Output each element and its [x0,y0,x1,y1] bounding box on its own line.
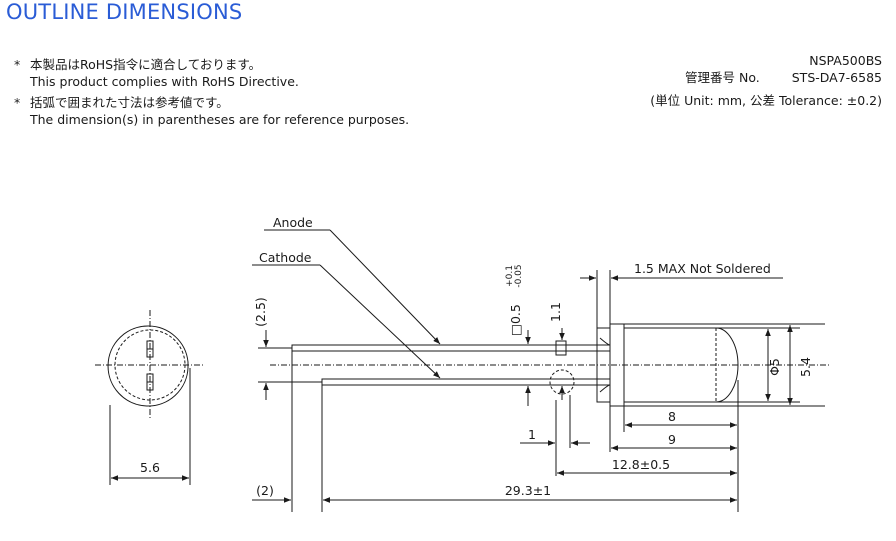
bottom-view [95,310,204,485]
standoff-detail-circle [549,369,575,395]
lens-outline [107,325,189,407]
note-1-en: This product complies with RoHS Directiv… [30,74,299,89]
dimension-5-6: 5.6 [140,460,160,475]
anode-lead [291,344,611,352]
side-view [270,323,830,407]
management-number-row: 管理番号 No. STS-DA7-6585 [650,69,882,86]
dimension-9: 9 [668,432,676,447]
document-info: NSPA500BS 管理番号 No. STS-DA7-6585 (単位 Unit:… [650,52,882,109]
lead-square-lower-tolerance: -0.05 [514,264,524,287]
dimension-1-1: 1.1 [548,302,563,322]
dimension-2-5: (2.5) [253,297,268,327]
lens-dome [624,327,739,403]
unit-note: (単位 Unit: mm, 公差 Tolerance: ±0.2) [650,93,882,108]
lead-square-dimension: □0.5 [508,304,523,336]
management-number: STS-DA7-6585 [791,70,882,85]
cathode-label: Cathode [259,250,312,265]
part-number: NSPA500BS [809,53,882,68]
notes: * 本製品はRoHS指令に適合しております。 This product comp… [14,56,409,128]
note-marker: * [14,95,21,110]
dimension-8: 8 [668,409,676,424]
dimension-1: 1 [528,427,536,442]
flange-hidden-line [114,329,186,401]
dimension-12-8: 12.8±0.5 [612,457,670,472]
lead-square-upper-tolerance: +0.1 [505,265,515,287]
note-marker: * [14,57,21,72]
not-soldered-label: 1.5 MAX Not Soldered [634,261,771,276]
cathode-lead [321,378,611,386]
lens-flange [609,323,625,407]
management-label: 管理番号 No. [685,70,760,85]
page-title: OUTLINE DIMENSIONS [6,0,243,24]
note-1-jp: * 本製品はRoHS指令に適合しております。 [14,57,262,72]
anode-label: Anode [273,215,313,230]
dimension-phi-5: Φ5 [767,358,782,376]
dimension-29-3: 29.3±1 [505,483,551,498]
lead-standoff [555,340,567,356]
note-2-jp: * 括弧で囲まれた寸法は参考値です。 [14,95,229,110]
note-2-en: The dimension(s) in parentheses are for … [30,112,410,127]
dimension-5-4: 5.4 [798,357,813,377]
dimension-2: (2) [256,483,274,498]
